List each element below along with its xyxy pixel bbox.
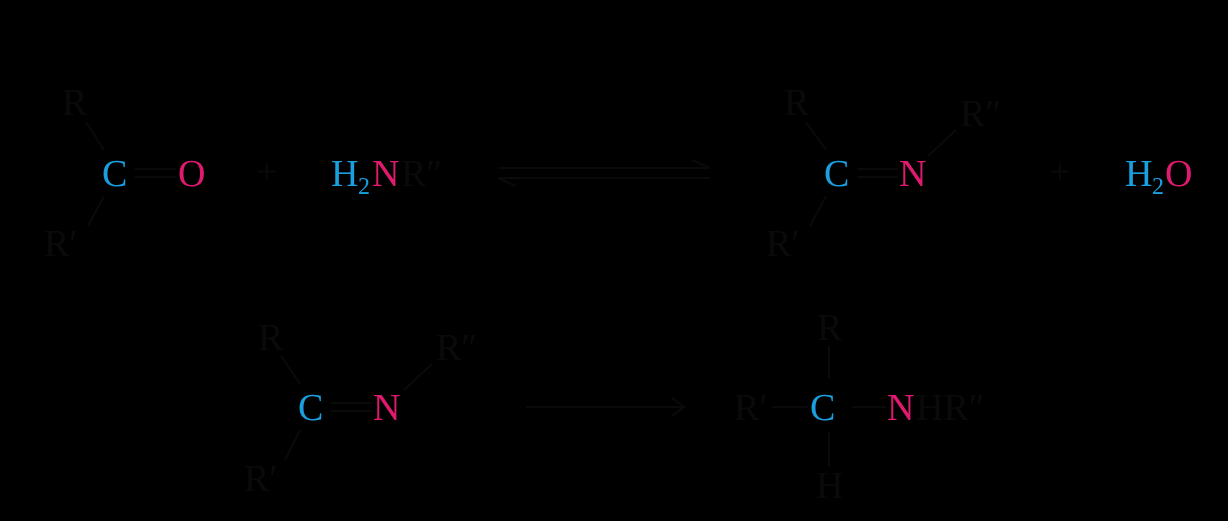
- bond-rprime-c: [87, 195, 105, 227]
- nitrogen-atom: N: [899, 153, 926, 195]
- water: H 2 O: [1125, 153, 1192, 200]
- bond-r-c: [805, 121, 827, 151]
- hr-double-prime-label: HR″: [916, 387, 985, 429]
- equilibrium-arrow: [497, 159, 711, 187]
- bond-rprime-c: [284, 429, 301, 461]
- oxygen-atom: O: [178, 153, 205, 195]
- bond-r-c: [85, 121, 105, 151]
- reverse-half-arrow-head: [497, 177, 517, 187]
- r-double-prime-label: R″: [960, 93, 1001, 135]
- r-prime-group-label: R′: [244, 458, 278, 500]
- bond-n-r-double-prime: [927, 129, 957, 157]
- r-group-label: R: [62, 82, 88, 124]
- nitrogen-atom: N: [887, 387, 914, 429]
- forward-half-arrow-head: [691, 159, 711, 169]
- nitrogen-atom: N: [373, 387, 400, 429]
- secondary-amine-product: R R′ C N HR″ H: [734, 307, 985, 507]
- carbon-atom: C: [824, 153, 849, 195]
- plus-sign-2: +: [1049, 151, 1070, 193]
- forward-arrow: [526, 397, 686, 417]
- r-group-label: R: [817, 307, 843, 349]
- water-oxygen: O: [1165, 153, 1192, 195]
- bond-r-c: [280, 355, 301, 385]
- r-prime-group-label: R′: [734, 387, 768, 429]
- arrow-head: [671, 397, 686, 417]
- bond-rprime-c: [809, 195, 827, 227]
- r-prime-group-label: R′: [44, 223, 78, 265]
- primary-amine: H 2 N R″: [331, 153, 442, 200]
- hydrogen-label: H: [816, 465, 843, 507]
- carbon-atom: C: [102, 153, 127, 195]
- r-group-label: R: [258, 317, 284, 359]
- water-subscript-2: 2: [1152, 174, 1164, 200]
- r-double-prime-label: R″: [436, 327, 477, 369]
- plus-sign-1: +: [256, 151, 277, 193]
- imine-product: R R′ C N R″: [766, 82, 1001, 265]
- carbon-atom: C: [298, 387, 323, 429]
- water-hydrogen: H: [1125, 153, 1152, 195]
- bond-n-r-double-prime: [403, 363, 433, 391]
- r-prime-group-label: R′: [766, 223, 800, 265]
- carbon-atom: C: [810, 387, 835, 429]
- reaction-2: R R′ C N R″ R R′ C N HR″ H: [244, 307, 985, 507]
- imine-reactant: R R′ C N R″: [244, 317, 477, 500]
- reaction-1: R R′ C O + H 2 N R″ R R′: [44, 82, 1192, 265]
- amine-r-double-prime: R″: [401, 153, 442, 195]
- amine-hydrogen: H: [331, 153, 358, 195]
- amine-subscript-2: 2: [358, 174, 370, 200]
- r-group-label: R: [784, 82, 810, 124]
- amine-nitrogen: N: [372, 153, 399, 195]
- carbonyl-reactant: R R′ C O: [44, 82, 205, 265]
